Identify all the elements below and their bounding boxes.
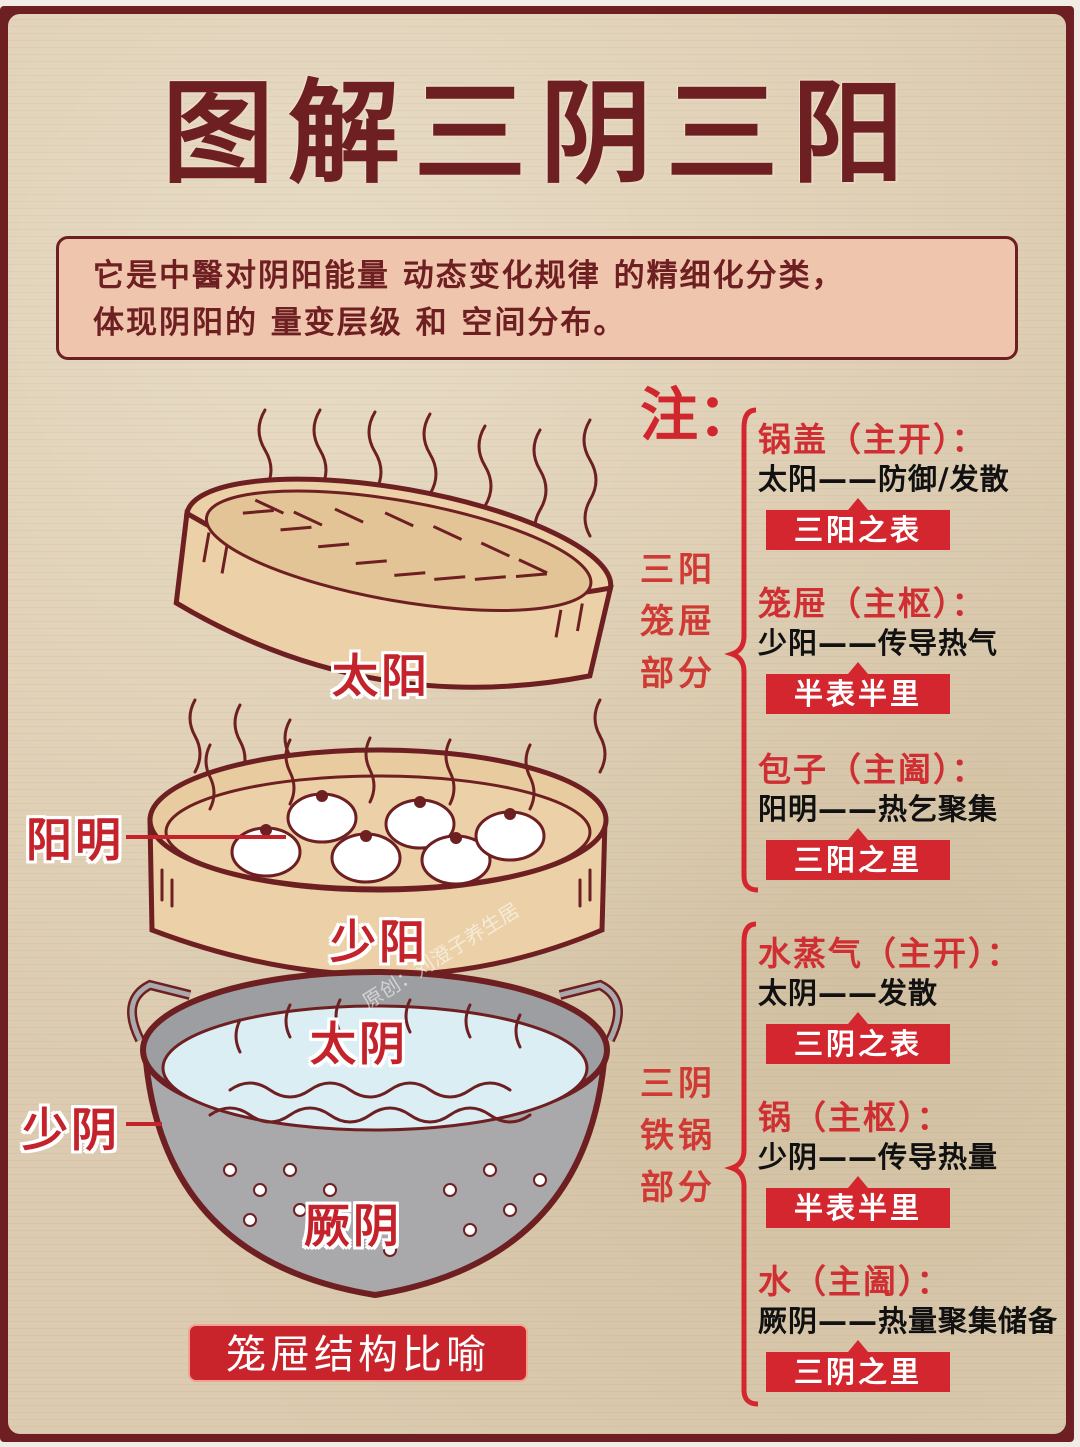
entry-tag: 三阴之里 <box>766 1340 950 1392</box>
entry-heading: 水蒸气（主开）： <box>758 934 1022 973</box>
note-entry: 水（主阖）： 厥阴——热量聚集储备 三阴之里 <box>758 1262 1068 1392</box>
entry-heading: 锅（主枢）： <box>758 1098 952 1137</box>
caption-badge: 笼屉结构比喻 <box>188 1324 528 1382</box>
note-entry: 水蒸气（主开）： 太阴——发散 三阴之表 <box>758 934 1068 1064</box>
page-title: 图解三阴三阳 <box>162 69 918 199</box>
brace-sanyang <box>722 406 762 896</box>
note-entry: 包子（主阖）： 阳明——热乞聚集 三阳之里 <box>758 750 1068 880</box>
entry-description: 少阳——传导热气 <box>758 626 999 660</box>
label-taiyang: 太阳 <box>332 649 430 703</box>
yangming-leader-line <box>126 835 286 839</box>
label-shaoyang: 少阳 <box>330 915 428 969</box>
group-label-sanyang: 三阳 笼屉 部分 <box>640 550 716 694</box>
entry-heading: 水（主阖）： <box>758 1262 952 1301</box>
entry-tag: 三阴之表 <box>766 1012 950 1064</box>
label-taiyin: 太阴 <box>310 1017 408 1071</box>
note-label: 注： <box>640 381 757 449</box>
entry-heading: 笼屉（主枢）： <box>758 584 987 623</box>
entry-heading: 包子（主阖）： <box>758 750 987 789</box>
entry-description: 少阴——传导热量 <box>758 1140 999 1174</box>
label-shaoyin: 少阴 <box>22 1103 120 1157</box>
entry-tag: 三阳之里 <box>766 828 950 880</box>
entry-heading: 锅盖（主开）： <box>758 420 987 459</box>
group-label-sanyin: 三阴 铁锅 部分 <box>640 1064 716 1208</box>
note-entry: 锅（主枢）： 少阴——传导热量 半表半里 <box>758 1098 1068 1228</box>
entry-description: 太阴——发散 <box>758 976 939 1010</box>
note-entry: 锅盖（主开）： 太阳——防御/发散 三阳之表 <box>758 420 1068 550</box>
note-entry: 笼屉（主枢）： 少阳——传导热气 半表半里 <box>758 584 1068 714</box>
intro-box: 它是中醫对阴阳能量 动态变化规律 的精细化分类， 体现阴阳的 量变层级 和 空间… <box>56 236 1018 360</box>
label-yangming: 阳明 <box>26 813 124 867</box>
steamer-illustration: 太阳 少阳 太阴 厥阴 原创：刘澄子养生居 <box>90 400 650 1320</box>
intro-line-1: 它是中醫对阴阳能量 动态变化规律 的精细化分类， <box>93 258 845 294</box>
shaoyin-leader-line <box>126 1122 162 1126</box>
brace-sanyin <box>722 920 762 1410</box>
entry-tag: 半表半里 <box>766 1176 950 1228</box>
steamer-pot-drawing <box>127 408 623 1299</box>
entry-description: 太阳——防御/发散 <box>758 462 1010 496</box>
entry-description: 阳明——热乞聚集 <box>758 792 999 826</box>
entry-description: 厥阴——热量聚集储备 <box>758 1304 1059 1338</box>
entry-tag: 半表半里 <box>766 662 950 714</box>
label-jueyin: 厥阴 <box>304 1199 402 1253</box>
intro-line-2: 体现阴阳的 量变层级 和 空间分布。 <box>93 305 627 341</box>
entry-tag: 三阳之表 <box>766 498 950 550</box>
